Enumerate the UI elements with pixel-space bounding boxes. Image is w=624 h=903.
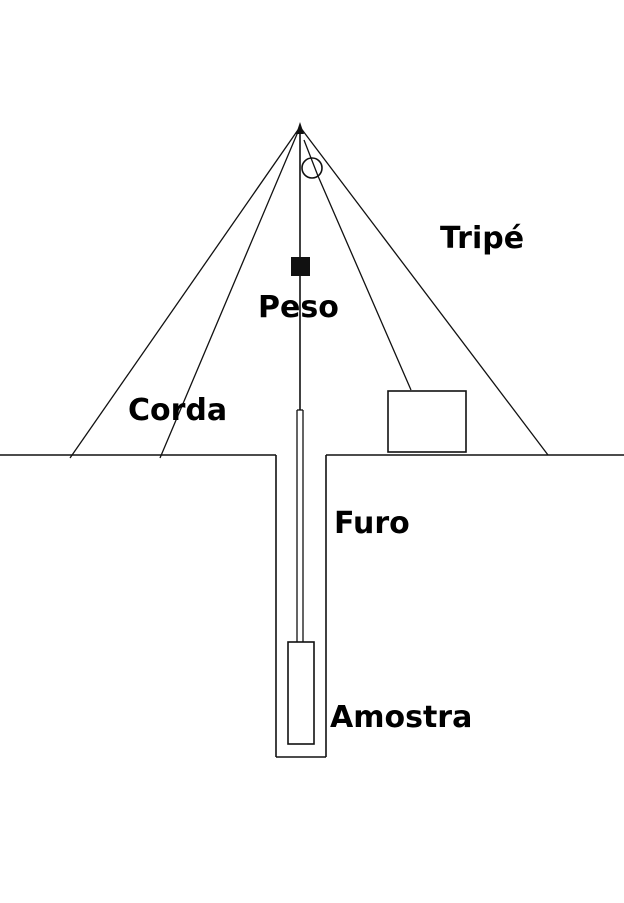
label-weight: Peso <box>258 290 339 325</box>
tripod <box>69 122 549 459</box>
borehole <box>275 455 327 758</box>
tripod-leg-center-left <box>159 126 301 459</box>
sampler-tube <box>287 641 315 745</box>
label-sample: Amostra <box>330 700 472 735</box>
weight-block <box>291 257 310 276</box>
drive-pipe <box>296 409 304 642</box>
rope <box>303 139 412 391</box>
pulley-icon <box>301 157 323 179</box>
tripod-leg-left <box>69 126 301 459</box>
winch-box <box>387 390 467 453</box>
label-rope: Corda <box>128 393 227 428</box>
tripod-leg-right <box>299 126 549 456</box>
label-hole: Furo <box>334 506 410 541</box>
label-tripod: Tripé <box>440 221 524 256</box>
